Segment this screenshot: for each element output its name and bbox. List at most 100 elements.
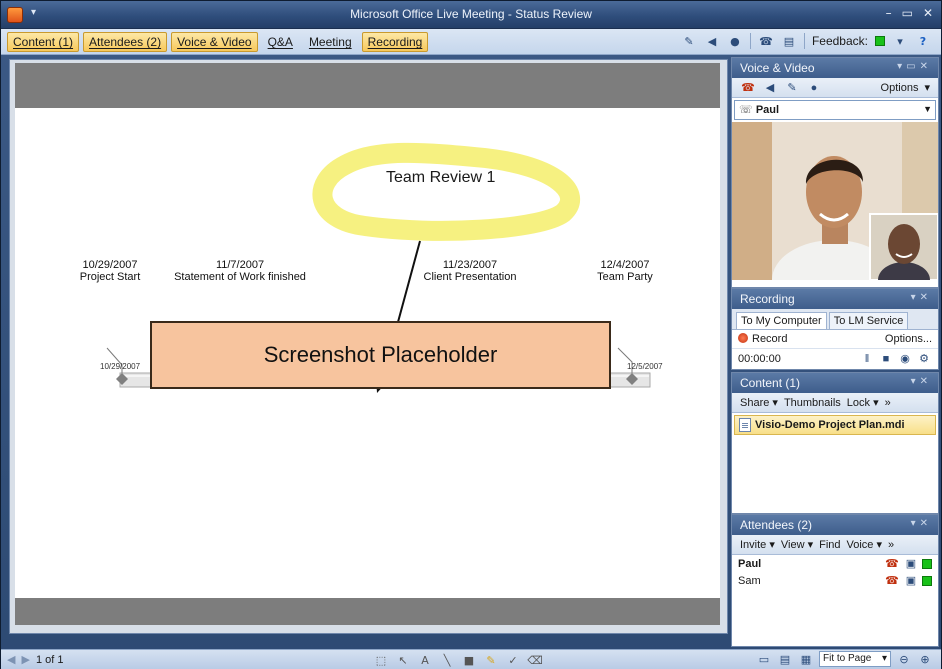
thumbnails-button[interactable]: Thumbnails <box>783 396 841 409</box>
quick-access-dropdown-icon[interactable]: ▾ <box>31 7 37 18</box>
save-icon[interactable]: ▤ <box>779 652 791 666</box>
panel-controls[interactable]: ▾✕ <box>910 376 932 387</box>
attendee-presenter-icon: ▣ <box>905 575 917 587</box>
voice-options-button[interactable]: Options <box>880 81 919 94</box>
text-tool-icon[interactable]: A <box>421 653 429 667</box>
feedback-status-icon[interactable] <box>875 36 885 46</box>
voice-video-header[interactable]: Voice & Video ▾▭✕ <box>732 58 938 78</box>
attendee-phone-icon: ☎ <box>885 575 899 587</box>
zoom-select[interactable]: Fit to Page ▾ <box>819 651 891 667</box>
voice-video-panel: Voice & Video ▾▭✕ ☎ ◀ ✎ ● Options ▾ ☏ Pa… <box>731 57 939 288</box>
panel-controls[interactable]: ▾▭✕ <box>897 61 932 72</box>
highlight-stroke <box>312 142 580 241</box>
menu-content[interactable]: Content (1) <box>7 32 80 52</box>
zoom-in-icon[interactable]: ⊕ <box>920 652 930 666</box>
panel-controls[interactable]: ▾✕ <box>910 518 932 529</box>
content-file-item[interactable]: Visio-Demo Project Plan.mdi <box>734 415 936 435</box>
options-dropdown-icon[interactable]: ▾ <box>924 82 930 94</box>
webcam-icon[interactable]: ● <box>810 81 818 94</box>
speaker-volume-icon[interactable]: ◀ <box>765 82 775 94</box>
fit-icon[interactable]: ▦ <box>800 652 812 666</box>
menu-voice-video[interactable]: Voice & Video <box>171 32 258 52</box>
attendee-row[interactable]: Paul ☎ ▣ <box>732 555 938 572</box>
find-button[interactable]: Find <box>819 538 841 551</box>
timeline-start-date: 10/29/2007 <box>100 362 141 371</box>
view-menu[interactable]: View ▾ <box>780 539 814 551</box>
tab-to-my-computer[interactable]: To My Computer <box>736 312 827 329</box>
record-label: Record <box>752 333 788 345</box>
lock-menu[interactable]: Lock ▾ <box>846 397 879 409</box>
invite-menu[interactable]: Invite ▾ <box>740 539 775 551</box>
speaker-select[interactable]: ☏ Paul ▼ <box>734 100 936 120</box>
title-bar[interactable]: ▾ Microsoft Office Live Meeting - Status… <box>1 1 941 29</box>
share-menu[interactable]: Share ▾ <box>740 397 778 409</box>
tab-to-lm-service[interactable]: To LM Service <box>828 312 909 329</box>
webcam-icon[interactable]: ● <box>730 34 740 48</box>
recording-manager-icon[interactable]: ◉ <box>900 353 910 365</box>
milestone-marker <box>116 373 128 385</box>
attendee-row[interactable]: Sam ☎ ▣ <box>732 572 938 589</box>
record-button[interactable]: Record <box>738 333 787 345</box>
eraser-icon[interactable]: ⌫ <box>527 653 543 667</box>
attendees-panel: Attendees (2) ▾✕ Invite ▾ View ▾ Find Vo… <box>731 514 939 647</box>
help-icon[interactable]: ? <box>919 34 927 48</box>
record-icon <box>738 333 748 343</box>
stop-icon[interactable]: ■ <box>882 352 890 365</box>
menu-recording[interactable]: Recording <box>361 32 429 52</box>
content-header[interactable]: Content (1) ▾✕ <box>732 373 938 393</box>
menu-meeting[interactable]: Meeting <box>308 35 352 49</box>
content-toolbar: Share ▾ Thumbnails Lock ▾ » <box>732 393 938 413</box>
recording-header[interactable]: Recording ▾✕ <box>732 289 938 309</box>
microphone-icon[interactable]: ✎ <box>787 82 797 94</box>
minimize-icon[interactable]: – <box>885 6 892 20</box>
menu-attendees[interactable]: Attendees (2) <box>83 32 168 52</box>
pause-icon[interactable]: ‖ <box>864 352 870 365</box>
phone-icon[interactable]: ☎ <box>759 34 773 48</box>
highlighter-icon[interactable]: ✎ <box>486 653 496 667</box>
recording-settings-icon[interactable]: ⚙ <box>919 353 929 365</box>
feedback-dropdown-icon[interactable]: ▾ <box>897 34 903 48</box>
milestone-label: Project Start <box>79 271 141 283</box>
zoom-dropdown-icon[interactable]: ▾ <box>881 653 887 664</box>
recording-options-button[interactable]: Options... <box>884 333 932 345</box>
pen-icon[interactable]: ✎ <box>684 34 694 48</box>
timer-row: 00:00:00 ‖ ■ ◉ ⚙ <box>732 349 938 368</box>
check-tool-icon[interactable]: ✓ <box>508 653 518 667</box>
folder-icon[interactable]: ▤ <box>783 34 795 48</box>
milestone-label: Team Party <box>597 271 653 283</box>
maximize-icon[interactable]: ▭ <box>901 6 913 20</box>
milestone-project-start: 10/29/2007 Project Start <box>55 259 165 283</box>
video-feed <box>732 122 938 280</box>
phone-icon: ☏ <box>739 104 756 116</box>
close-icon[interactable]: ✕ <box>922 6 933 20</box>
milestone-marker <box>626 373 638 385</box>
previous-page-icon[interactable]: ◀ <box>7 654 16 666</box>
next-page-icon[interactable]: ▶ <box>21 654 30 666</box>
recording-panel: Recording ▾✕ To My Computer To LM Servic… <box>731 288 939 370</box>
zoom-out-icon[interactable]: ⊖ <box>899 652 909 666</box>
toolbar-separator <box>803 33 805 49</box>
more-icon[interactable]: » <box>884 396 891 409</box>
more-icon[interactable]: » <box>888 538 895 551</box>
speaker-dropdown-icon[interactable]: ▼ <box>923 104 932 114</box>
menu-qa[interactable]: Q&A <box>267 35 293 49</box>
content-stage: Team Review 1 10/29/2007 Project Start 1… <box>15 63 720 625</box>
document-icon <box>739 418 751 432</box>
panel-controls[interactable]: ▾✕ <box>910 292 932 303</box>
line-tool-icon[interactable]: ╲ <box>443 653 451 667</box>
milestone-label: Client Presentation <box>423 271 517 283</box>
attendee-status-icon <box>922 558 932 569</box>
slide-canvas[interactable]: Team Review 1 10/29/2007 Project Start 1… <box>15 108 720 598</box>
phone-hangup-icon[interactable]: ☎ <box>741 82 755 94</box>
speaker-icon[interactable]: ◀ <box>707 34 717 48</box>
shape-tool-icon[interactable]: ■ <box>463 653 475 667</box>
video-frame <box>732 122 938 280</box>
select-area-icon[interactable]: ⬚ <box>375 653 387 667</box>
voice-menu[interactable]: Voice ▾ <box>846 539 883 551</box>
panel-title: Attendees (2) <box>740 518 813 532</box>
attendees-header[interactable]: Attendees (2) ▾✕ <box>732 515 938 535</box>
print-icon[interactable]: ▭ <box>758 652 770 666</box>
app-logo-icon[interactable] <box>7 7 23 23</box>
pointer-icon[interactable]: ↖ <box>398 653 408 667</box>
